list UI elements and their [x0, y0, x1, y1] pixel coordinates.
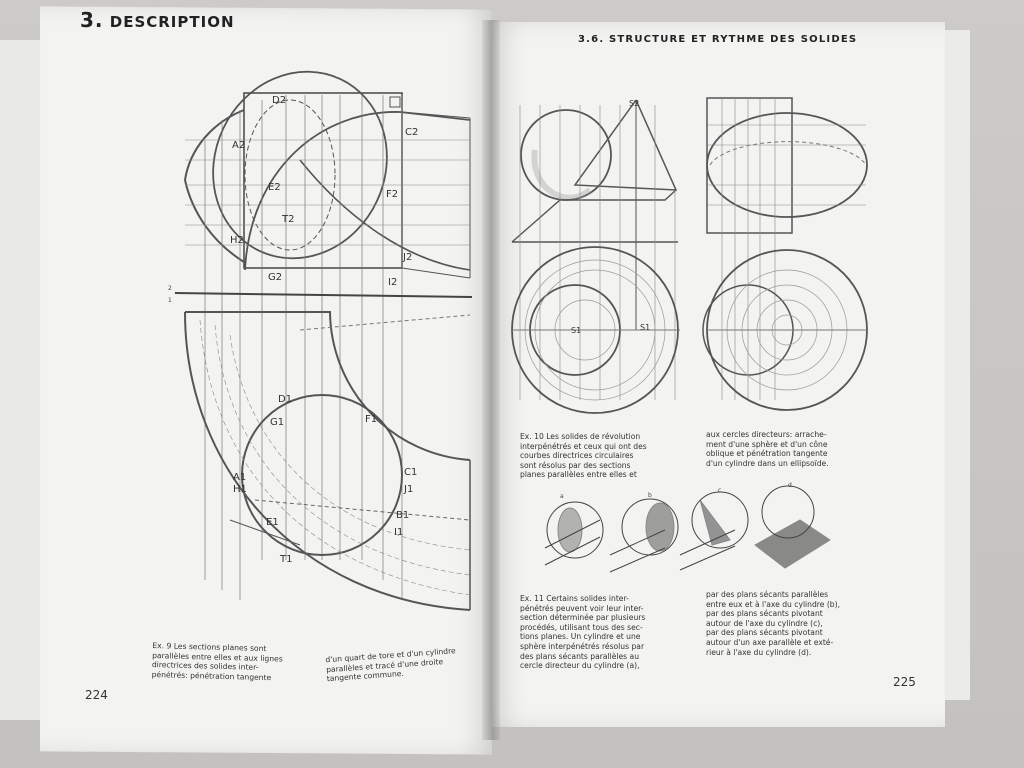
label-s1-left: S1: [571, 326, 581, 335]
ex11-figure-a: [544, 501, 604, 566]
right-page-number: 225: [893, 675, 916, 689]
label-e2: E2: [268, 182, 281, 193]
chapter-title: 3. DESCRIPTION: [80, 8, 235, 32]
label-fig-b: b: [648, 492, 652, 499]
label-t2: T2: [281, 214, 294, 225]
ex11-caption: Ex. 11 Certains solides inter- pénétrés …: [520, 594, 685, 671]
label-c2: C2: [405, 127, 418, 138]
label-fig-a: a: [560, 493, 564, 500]
ex11-caption-line: autour de l'axe du cylindre (c),: [706, 618, 823, 628]
label-fig-d: d: [788, 482, 792, 489]
label-f1: F1: [365, 414, 377, 425]
ex11-caption-line: sphère interpénétrés résolus par: [520, 641, 645, 651]
ex11-caption-line: section déterminée par plusieurs: [520, 613, 646, 623]
ex10-caption-line: Ex. 10 Les solides de révolution: [520, 432, 641, 441]
ex11-caption-line: autour d'un axe parallèle et exté-: [706, 637, 834, 647]
label-j2: J2: [402, 252, 412, 263]
label-i1: I1: [394, 527, 403, 538]
label-h1: H1: [233, 484, 247, 495]
label-t1: T1: [279, 554, 292, 565]
label-e1: E1: [266, 517, 279, 528]
ex10-caption-line: planes parallèles entre elles et: [520, 470, 637, 480]
ex10-caption-line: aux cercles directeurs: arrache-: [706, 430, 827, 439]
section-title: 3.6. STRUCTURE ET RYTHME DES SOLIDES: [578, 34, 858, 45]
label-f2: F2: [386, 189, 398, 200]
ex11-caption-line: tions planes. Un cylindre et une: [520, 632, 641, 642]
ex9-caption: Ex. 9 Les sections planes sont parallèle…: [152, 641, 303, 683]
label-j1: J1: [403, 484, 413, 495]
ex10-caption-line: oblique et pénétration tangente: [706, 449, 828, 459]
label-plane-1: 1: [168, 297, 172, 304]
label-a2: A2: [232, 140, 245, 151]
left-page-number: 224: [85, 688, 108, 702]
book-gutter: [482, 20, 500, 740]
ex11-caption-line: entre eux et à l'axe du cylindre (b),: [706, 599, 840, 609]
label-h2: H2: [230, 235, 244, 246]
label-b1: B1: [396, 510, 409, 521]
label-g1: G1: [270, 417, 284, 428]
ex11-caption-line: des plans sécants parallèles au: [520, 651, 640, 661]
ex10-caption-line: courbes directrices circulaires: [520, 451, 634, 461]
ex11-figure-d: [754, 485, 831, 569]
ex10-caption-line: d'un cylindre dans un ellipsoïde.: [706, 458, 829, 468]
label-i2: I2: [388, 277, 397, 288]
label-g2: G2: [268, 272, 282, 283]
label-d2: D2: [272, 95, 286, 106]
label-s2: S2: [629, 99, 639, 108]
ex10-caption-continued: aux cercles directeurs: arrache- ment d'…: [706, 430, 876, 468]
ex11-caption-line: pénétrés peuvent voir leur inter-: [520, 603, 644, 613]
ex11-figure-b: [609, 498, 679, 573]
label-d1: D1: [278, 394, 292, 405]
label-fig-c: c: [718, 487, 721, 494]
left-page-stack-edge: [0, 40, 42, 720]
ex11-caption-line: par des plans sécants parallèles: [706, 590, 829, 599]
label-plane-2: 2: [168, 285, 172, 292]
ex10-caption-line: sont résolus par des sections: [520, 460, 631, 470]
ex11-caption-line: par des plans sécants pivotant: [706, 628, 823, 638]
ex11-caption-line: cercle directeur du cylindre (a),: [520, 661, 640, 671]
chapter-title-text: DESCRIPTION: [109, 13, 235, 31]
ex11-caption-continued: par des plans sécants parallèles entre e…: [706, 590, 881, 657]
ex11-caption-line: par des plans sécants pivotant: [706, 609, 823, 619]
ex11-figure-c: [679, 491, 749, 571]
ex11-caption-line: rieur à l'axe du cylindre (d).: [706, 647, 812, 657]
chapter-number: 3.: [80, 8, 104, 32]
ex10-caption: Ex. 10 Les solides de révolution interpé…: [520, 432, 690, 480]
right-page-stack-edge: [940, 30, 970, 700]
ex10-caption-line: interpénétrés et ceux qui ont des: [520, 441, 647, 451]
ex10-caption-line: ment d'une sphère et d'un cône: [706, 439, 828, 449]
label-s1-right: S1: [640, 323, 650, 332]
label-c1: C1: [404, 467, 417, 478]
label-a1: A1: [233, 472, 246, 483]
ex11-caption-line: procédés, utilisant tous des sec-: [520, 622, 643, 632]
ex11-caption-line: Ex. 11 Certains solides inter-: [520, 594, 629, 603]
